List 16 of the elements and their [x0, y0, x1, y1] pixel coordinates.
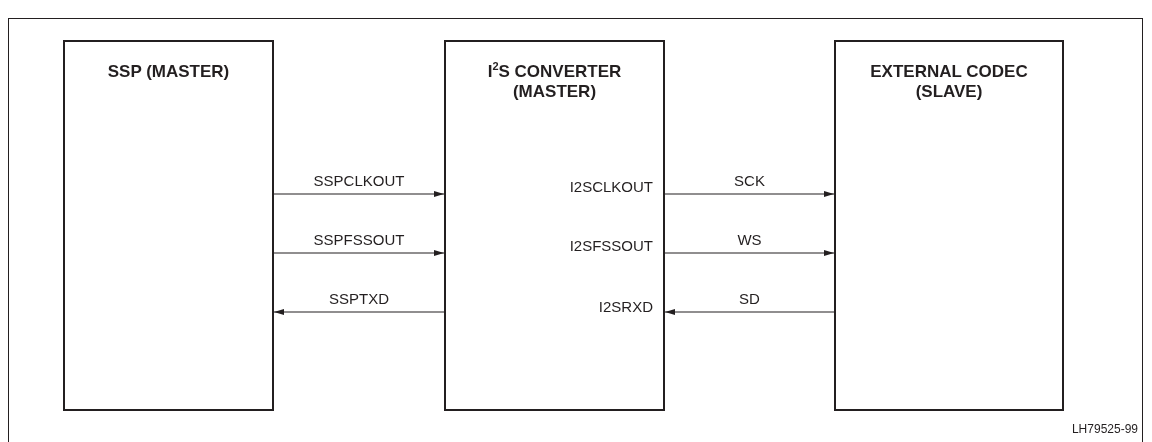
- block-box: [63, 40, 274, 411]
- arrow: [273, 191, 445, 197]
- pin-label: I2SFSSOUT: [569, 237, 653, 255]
- block-title: EXTERNAL CODEC (SLAVE): [869, 62, 1029, 102]
- arrow: [664, 191, 835, 197]
- block-title: I$^{2}$S CONVERTER (MASTER): [486, 62, 623, 102]
- arrow: [273, 309, 445, 315]
- figure-code: LH79525-99: [1071, 422, 1138, 436]
- pin-label: I2SRXD: [598, 298, 653, 316]
- pin-label: I2SCLKOUT: [569, 178, 653, 196]
- block-box: [444, 40, 665, 411]
- arrow: [273, 250, 445, 256]
- block-box: [834, 40, 1064, 411]
- arrow: [664, 309, 835, 315]
- block-title: SSP (MASTER): [106, 62, 231, 82]
- arrow: [664, 250, 835, 256]
